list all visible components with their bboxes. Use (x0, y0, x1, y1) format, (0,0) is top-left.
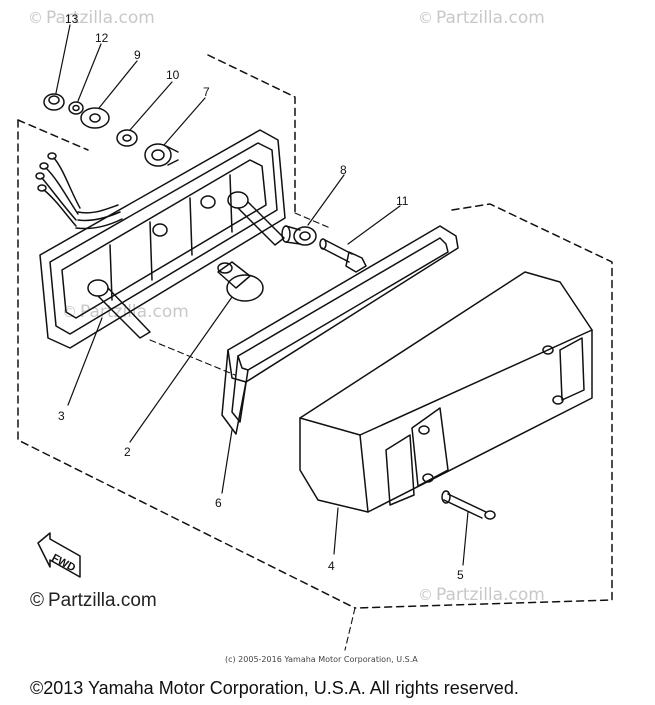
part-5-screw (441, 490, 496, 520)
part-number-4: 4 (328, 559, 335, 573)
watermark-text: Partzilla.com (436, 585, 545, 605)
watermark-text: Partzilla.com (80, 302, 189, 322)
part-13-nut (43, 93, 65, 111)
copyright-symbol: © (418, 586, 433, 604)
dashed-leaders (149, 212, 356, 651)
part-6-gasket (221, 225, 459, 435)
part-11-bolt (319, 238, 367, 273)
copyright-symbol: © (418, 9, 433, 27)
part-10-washer (116, 129, 138, 147)
part-3-housing (39, 129, 286, 349)
leader-lines (55, 24, 469, 566)
part-8-collar (281, 225, 317, 246)
diagram-footer-credit: (c) 2005-2016 Yamaha Motor Corporation, … (225, 655, 418, 664)
watermark-text: Partzilla.com (436, 8, 545, 28)
part-number-10: 10 (166, 68, 180, 82)
part-number-9: 9 (134, 48, 141, 62)
part-7-grommet (144, 143, 179, 167)
wire-harness (35, 152, 81, 227)
partzilla-brand: ©Partzilla.com (30, 590, 157, 612)
part-number-5: 5 (457, 568, 464, 582)
part-number-labels: 13 12 9 10 7 8 11 3 2 6 4 5 (58, 12, 464, 582)
part-9-washer (80, 107, 110, 129)
part-number-8: 8 (340, 163, 347, 177)
copyright-symbol: © (30, 590, 44, 611)
watermark-top-right: ©Partzilla.com (418, 8, 545, 28)
part-number-12: 12 (95, 31, 109, 45)
part-4-lens (299, 271, 593, 513)
part-number-2: 2 (124, 445, 131, 459)
part-number-7: 7 (203, 85, 210, 99)
watermark-bottom-right: ©Partzilla.com (418, 585, 545, 605)
part-number-13: 13 (65, 12, 79, 26)
copyright-symbol: © (28, 9, 43, 27)
fwd-arrow-icon (37, 532, 81, 578)
part-number-3: 3 (58, 409, 65, 423)
watermark-top-left: ©Partzilla.com (28, 8, 155, 28)
part-2-bulb (217, 261, 264, 302)
copyright-notice: ©2013 Yamaha Motor Corporation, U.S.A. A… (30, 678, 519, 698)
watermark-text: Partzilla.com (46, 8, 155, 28)
part-number-11: 11 (396, 194, 409, 208)
part-12-lock-washer (68, 101, 84, 115)
dashed-outline-left (17, 54, 356, 609)
dashed-outline-right (354, 203, 613, 609)
brand-text: Partzilla.com (48, 590, 157, 611)
part-number-6: 6 (215, 496, 222, 510)
fwd-label: FWD (50, 552, 78, 574)
